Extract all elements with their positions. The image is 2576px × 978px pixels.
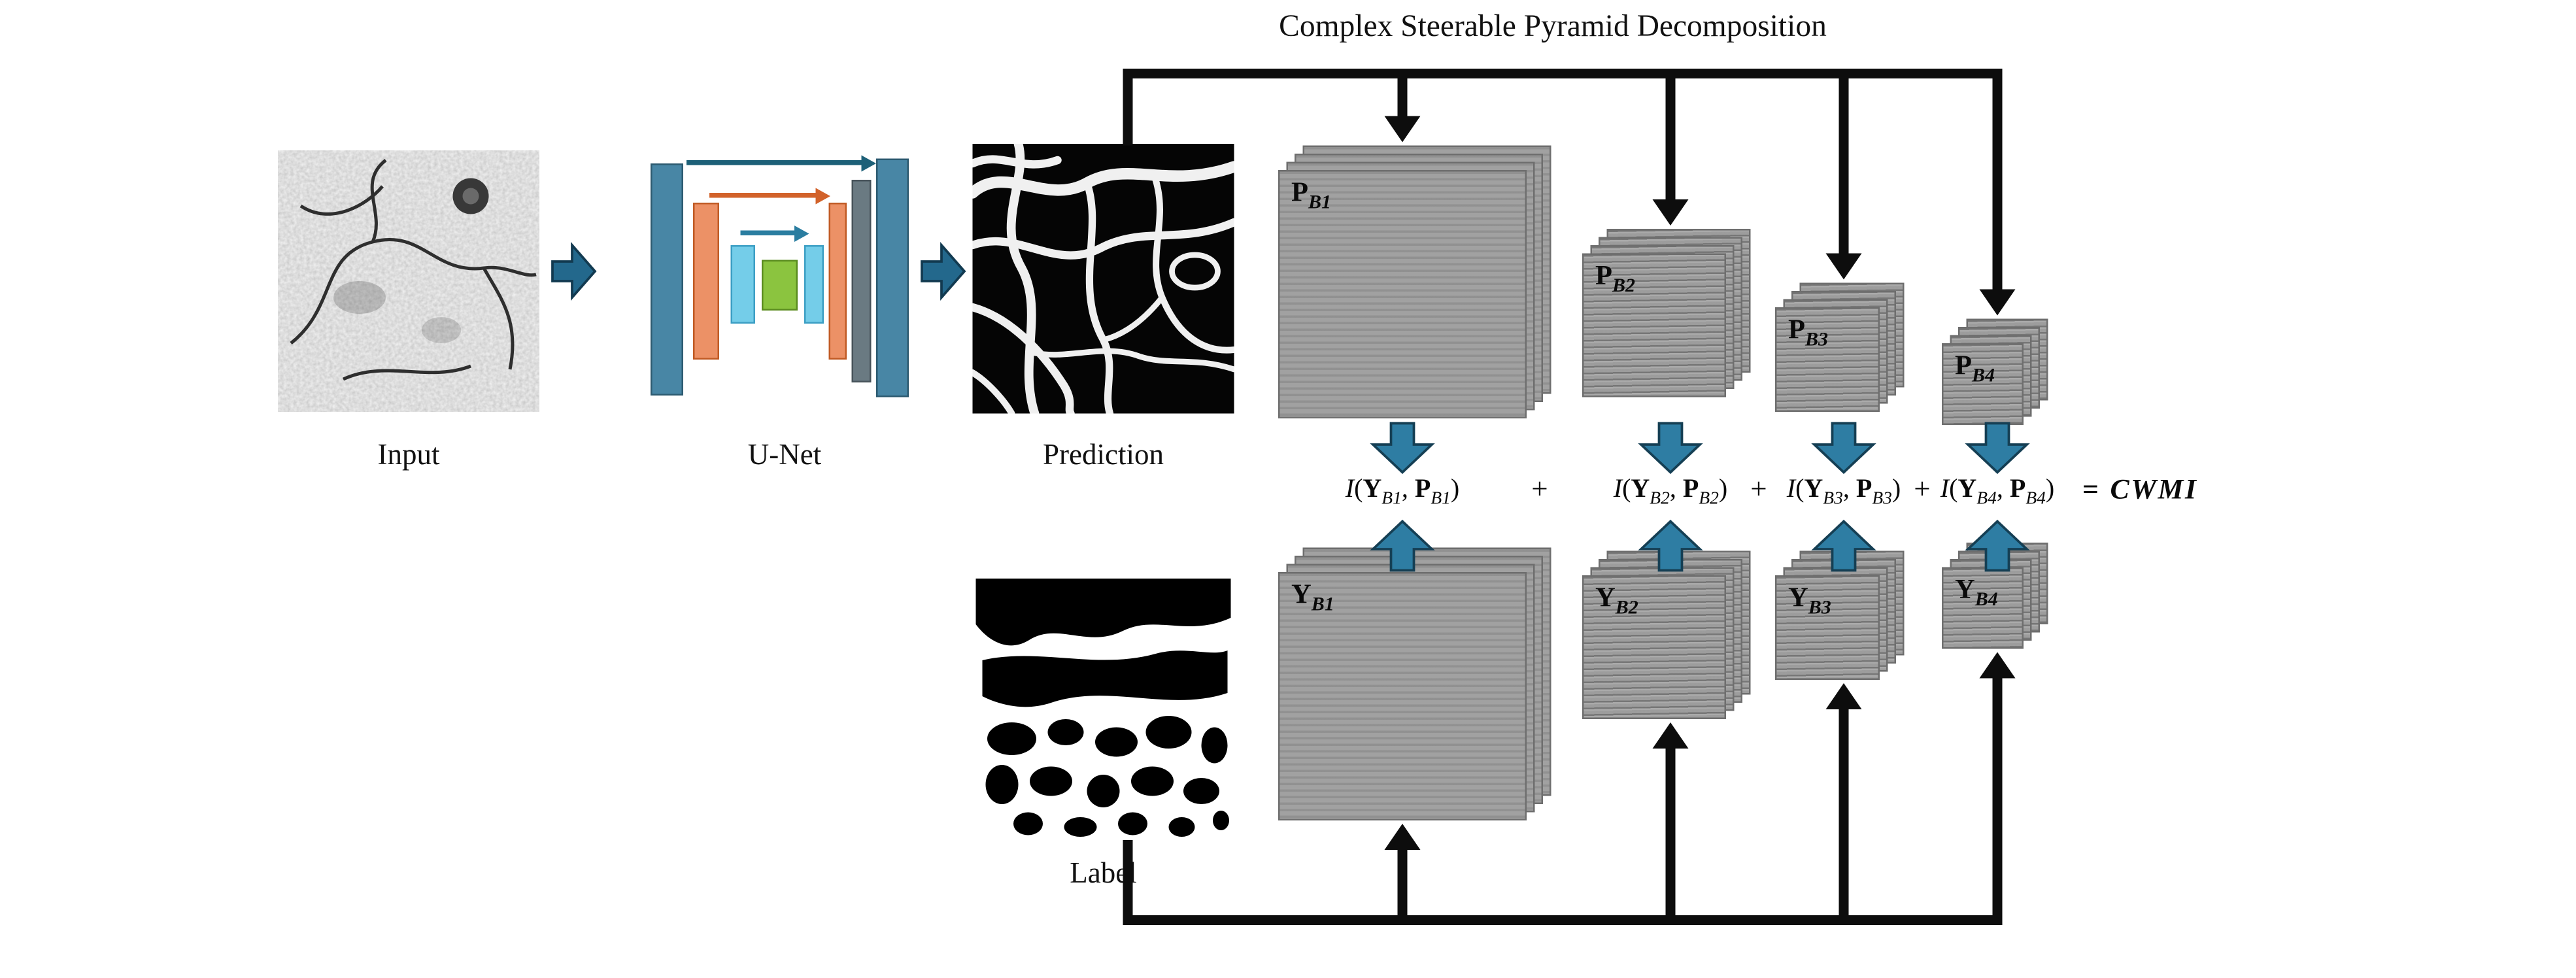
up-block-arrow-icon [1370, 519, 1435, 581]
input-em-texture [278, 150, 539, 412]
up-block-arrow-icon [1965, 519, 2030, 581]
bottom-connector-riser-line [1123, 840, 1133, 925]
up-arrowhead-icon [1384, 824, 1421, 850]
stack-layer: YB1 [1278, 572, 1527, 820]
stack-layer: PB4 [1942, 343, 2024, 425]
down-arrowhead-icon [1979, 289, 2016, 316]
flow-arrow-icon [919, 239, 968, 312]
top-connector-line [1123, 69, 2003, 78]
bottom-stem-yb2 [1665, 749, 1676, 915]
unet-decoder-gray-block [851, 180, 872, 382]
caption-unet: U-Net [747, 438, 822, 471]
stack-p-b3: PB3 [1775, 282, 1905, 412]
mi-term-b4: I(YB4, PB4) [1940, 475, 2055, 509]
stack-label-p-b1: PB1 [1291, 177, 1332, 213]
stack-layer: YB4 [1942, 567, 2024, 649]
mi-term-b2: I(YB2, PB2) [1613, 475, 1728, 509]
prediction-membranes [966, 139, 1240, 418]
unet-decoder-cyan-block [804, 245, 824, 324]
caption-prediction: Prediction [1043, 438, 1164, 471]
stack-y-b2: YB2 [1582, 550, 1751, 719]
bottom-stem-yb3 [1839, 709, 1849, 915]
bottom-stem-yb4 [1992, 678, 2003, 915]
stack-y-b1: YB1 [1278, 547, 1551, 820]
up-arrowhead-icon [1825, 683, 1862, 709]
mi-term-b3: I(YB3, PB3) [1786, 475, 1901, 509]
plus-operator: + [1750, 472, 1767, 505]
down-block-arrow-icon [1811, 422, 1876, 482]
stack-label-p-b2: PB2 [1595, 260, 1636, 297]
label-mask [972, 575, 1234, 840]
down-block-arrow-icon [1370, 422, 1435, 482]
stack-label-p-b3: PB3 [1788, 314, 1829, 350]
flow-arrow-icon [549, 239, 598, 312]
top-connector-riser-line [1123, 69, 1133, 146]
unet-bottleneck-green-block [762, 260, 798, 311]
stack-label-p-b4: PB4 [1955, 350, 1995, 386]
down-block-arrow-icon [1638, 422, 1703, 482]
down-block-arrow-icon [1965, 422, 2030, 482]
stack-layer: PB3 [1775, 307, 1880, 412]
caption-input: Input [377, 438, 440, 471]
top-stem-pb1 [1397, 78, 1408, 116]
equals-cwmi: =CWMI [2082, 472, 2198, 505]
stack-layer: PB1 [1278, 170, 1527, 418]
unet-decoder-blue-block [876, 158, 909, 397]
unet-skip-arrow-orange-icon [709, 193, 817, 198]
prediction-image [966, 139, 1240, 418]
up-arrowhead-icon [1652, 722, 1689, 749]
unet-encoder-blue-block [651, 163, 683, 396]
stack-p-b1: PB1 [1278, 145, 1551, 418]
unet-encoder-orange-block [693, 203, 719, 360]
mi-term-b1: I(YB1, PB1) [1345, 475, 1460, 509]
label-image [972, 575, 1234, 840]
stack-y-b4: YB4 [1942, 543, 2048, 649]
stack-p-b2: PB2 [1582, 229, 1751, 397]
up-block-arrow-icon [1811, 519, 1876, 581]
plus-operator: + [1914, 472, 1931, 505]
unet-decoder-orange-block [828, 203, 847, 360]
top-stem-pb3 [1839, 78, 1849, 254]
stack-layer: PB2 [1582, 253, 1726, 397]
stack-layer: YB3 [1775, 575, 1880, 680]
caption-label: Label [1070, 856, 1137, 889]
stack-label-y-b4: YB4 [1955, 573, 1998, 611]
bottom-stem-yb1 [1397, 850, 1408, 915]
stack-label-y-b3: YB3 [1788, 582, 1831, 618]
up-arrowhead-icon [1979, 652, 2016, 679]
input-em-image [278, 150, 539, 412]
stack-label-y-b1: YB1 [1291, 579, 1334, 615]
unet-skip-arrow-small-icon [740, 230, 796, 235]
unet-skip-arrow-icon [686, 160, 863, 165]
down-arrowhead-icon [1825, 253, 1862, 280]
figure-title: Complex Steerable Pyramid Decomposition [1279, 10, 1827, 44]
stack-layer: YB2 [1582, 575, 1726, 719]
stack-label-y-b2: YB2 [1595, 582, 1638, 618]
unet-encoder-cyan-block [730, 245, 755, 324]
top-stem-pb4 [1992, 78, 2003, 290]
stack-p-b4: PB4 [1942, 318, 2048, 425]
up-block-arrow-icon [1638, 519, 1703, 581]
plus-operator: + [1531, 472, 1548, 505]
unet-figure [637, 147, 924, 417]
top-stem-pb2 [1665, 78, 1676, 199]
down-arrowhead-icon [1652, 199, 1689, 226]
bottom-connector-line [1123, 915, 2003, 925]
down-arrowhead-icon [1384, 116, 1421, 143]
